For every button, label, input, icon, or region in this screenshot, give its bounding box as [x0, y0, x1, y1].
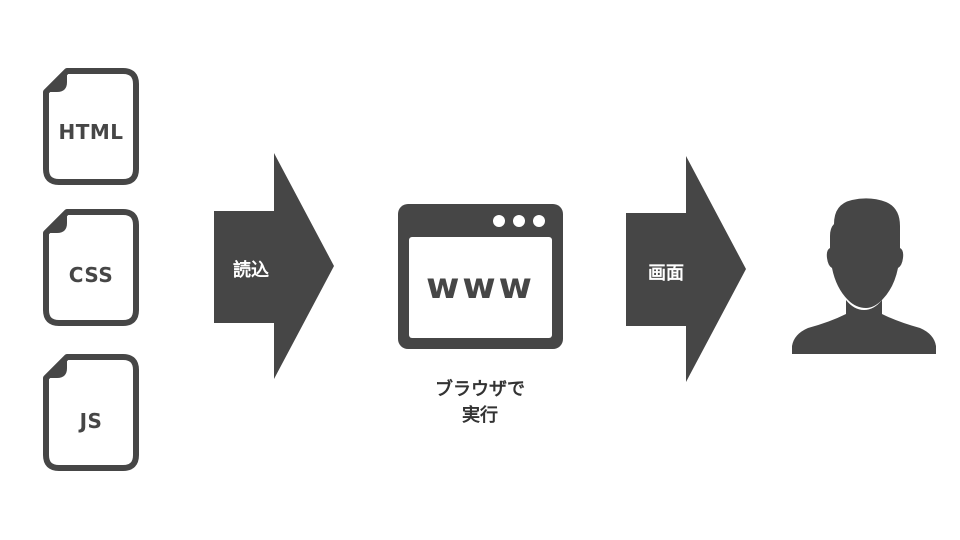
browser-caption: ブラウザで 実行: [400, 377, 560, 429]
file-outline-icon: [43, 354, 139, 471]
display-label: 画面: [648, 263, 684, 284]
browser-frame-icon: [398, 204, 563, 349]
browser-window-icon: www: [398, 204, 563, 349]
user-silhouette-icon: [792, 198, 936, 354]
file-label-html: HTML: [58, 120, 124, 144]
browser-caption-line2: 実行: [462, 405, 498, 426]
js-file-icon: JS: [43, 354, 139, 471]
css-file-icon: CSS: [43, 209, 139, 326]
browser-caption-line1: ブラウザで: [435, 379, 525, 400]
file-outline-icon: [43, 209, 139, 326]
file-outline-icon: [43, 68, 139, 185]
display-arrow-icon: [626, 156, 746, 382]
load-arrow-icon: [214, 153, 334, 379]
file-label-js: JS: [79, 409, 103, 433]
browser-content-text: www: [426, 266, 535, 307]
load-label: 読込: [233, 260, 269, 281]
file-label-css: CSS: [68, 263, 114, 287]
html-file-icon: HTML: [43, 68, 139, 185]
